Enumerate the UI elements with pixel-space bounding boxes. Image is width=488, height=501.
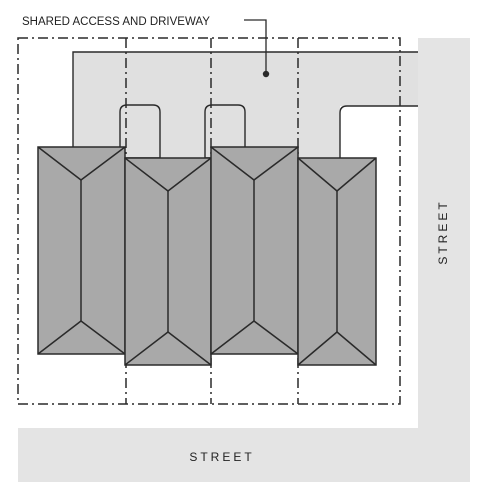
building-4 xyxy=(297,157,377,366)
driveway-outline xyxy=(72,51,418,158)
street-bottom-label: STREET xyxy=(189,450,254,464)
building-2 xyxy=(124,157,212,366)
driveway-notch-1 xyxy=(119,104,161,159)
callout-dot xyxy=(262,70,270,78)
callout-leader-line xyxy=(244,19,267,73)
building-1 xyxy=(37,146,126,355)
street-right xyxy=(418,38,470,482)
callout-label: SHARED ACCESS AND DRIVEWAY xyxy=(22,16,210,28)
street-bottom xyxy=(18,428,470,482)
street-right-label: STREET xyxy=(436,199,450,264)
building-3 xyxy=(210,146,299,355)
driveway-notch-2 xyxy=(204,104,246,159)
